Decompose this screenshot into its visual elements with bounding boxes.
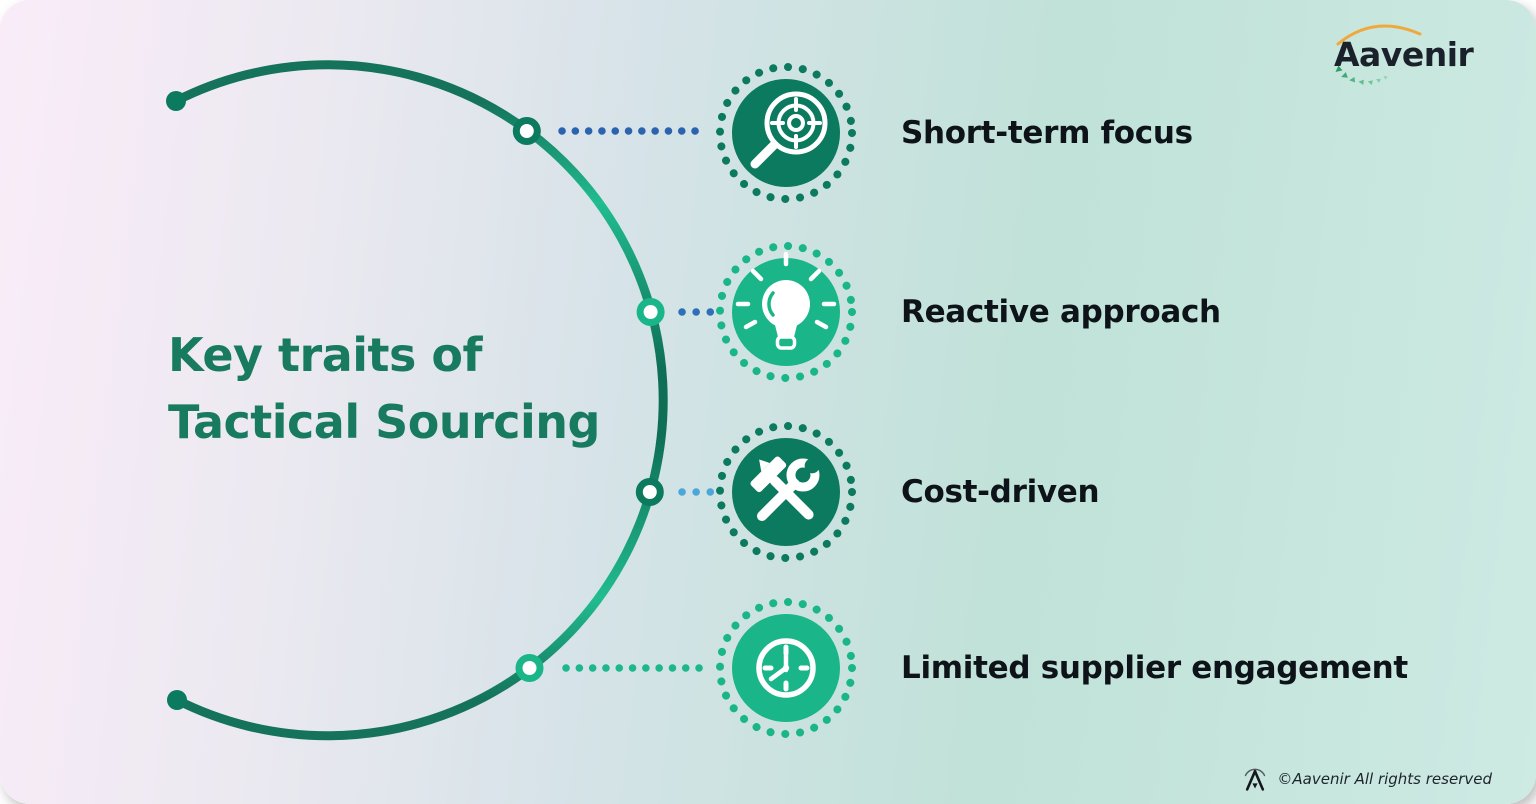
trait-row-reactive-approach: Reactive approach: [711, 237, 1221, 387]
page-title-line2: Tactical Sourcing: [168, 394, 600, 449]
arc-endpoint-top: [166, 91, 186, 111]
page-title: Key traits of Tactical Sourcing: [168, 322, 600, 455]
target-magnifier-icon: [716, 63, 856, 203]
tools-icon: [716, 422, 856, 562]
trait-row-cost-driven: Cost-driven: [711, 417, 1100, 567]
lightbulb-icon: [716, 242, 856, 382]
arc-node-1: [512, 117, 541, 145]
trait-label: Limited supplier engagement: [901, 650, 1408, 686]
aavenir-wordmark: Aavenir: [1334, 35, 1475, 74]
copyright-text: ©Aavenir All rights reserved: [1277, 770, 1492, 788]
arc-node-4: [515, 654, 544, 682]
aavenir-lambda-mark: [1245, 768, 1266, 791]
trait-label: Reactive approach: [901, 294, 1221, 330]
footer: ©Aavenir All rights reserved: [1242, 766, 1492, 792]
page-title-line1: Key traits of: [168, 328, 483, 382]
arc-endpoint-bottom: [167, 690, 187, 710]
clock-icon: [716, 598, 856, 738]
green-triangle-trail: [1335, 65, 1388, 85]
arc-node-2: [636, 298, 665, 326]
orange-arc: [1336, 24, 1422, 46]
trait-row-short-term-focus: Short-term focus: [711, 58, 1193, 208]
arc-node-3: [635, 478, 664, 506]
trait-label: Cost-driven: [901, 474, 1100, 510]
aavenir-logo: Aavenir: [1328, 20, 1488, 86]
trait-row-limited-supplier-engagement: Limited supplier engagement: [711, 593, 1408, 743]
trait-label: Short-term focus: [901, 115, 1193, 151]
